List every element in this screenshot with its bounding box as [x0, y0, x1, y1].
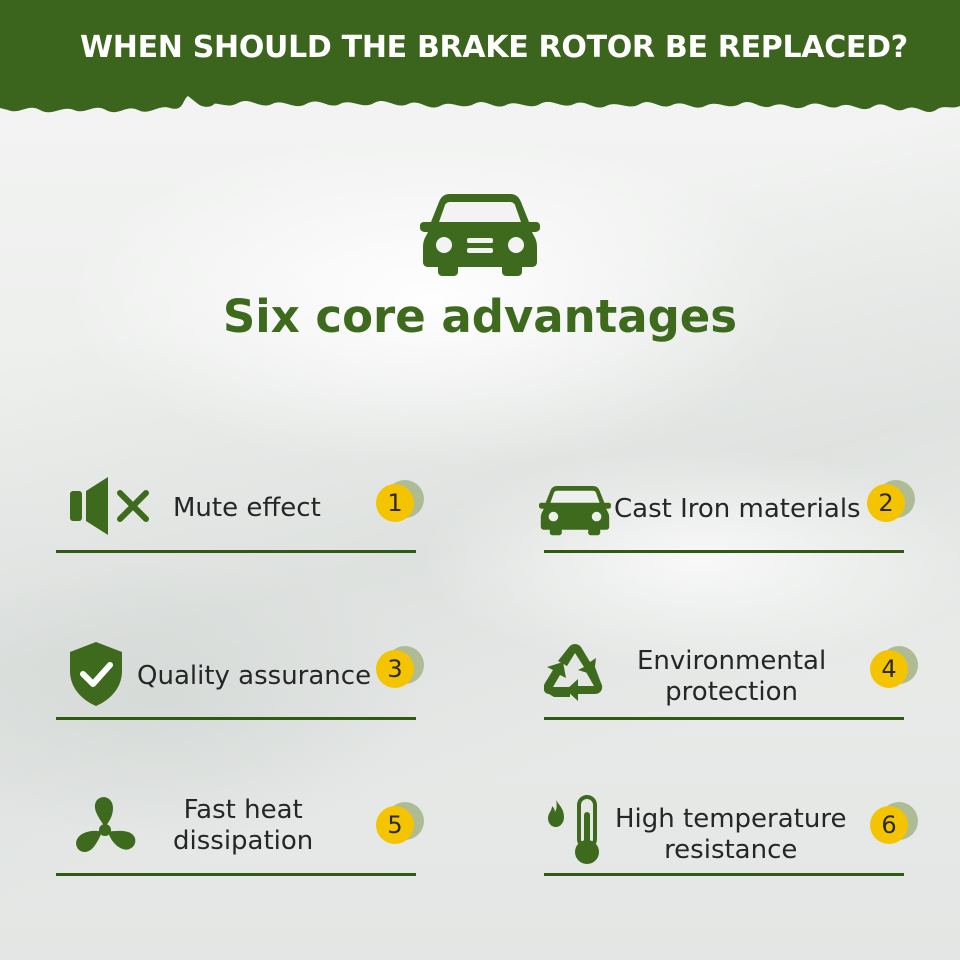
- number-badge: 2: [867, 480, 917, 522]
- advantage-label: Quality assurance: [137, 661, 372, 691]
- divider: [544, 717, 904, 720]
- banner-shape: [0, 0, 960, 113]
- thermometer-flame-icon: [548, 795, 599, 864]
- advantage-label: Mute effect: [173, 493, 321, 523]
- fan-icon: [76, 797, 136, 852]
- number-badge: 5: [376, 802, 426, 844]
- number-badge: 1: [376, 480, 426, 522]
- banner-title: WHEN SHOULD THE BRAKE ROTOR BE REPLACED?: [80, 30, 908, 65]
- number-badge: 4: [870, 646, 920, 688]
- badge-number: 1: [376, 484, 414, 522]
- number-badge: 6: [870, 802, 920, 844]
- divider: [56, 550, 416, 553]
- divider: [544, 873, 904, 876]
- advantage-label: Cast Iron materials: [614, 494, 861, 524]
- advantage-item-3: Quality assurance 3: [56, 603, 424, 723]
- badge-number: 5: [376, 806, 414, 844]
- badge-number: 3: [376, 650, 414, 688]
- advantage-item-2: Cast Iron materials 2: [539, 435, 915, 555]
- recycle-icon: [544, 644, 603, 701]
- shield-check-icon: [70, 642, 122, 706]
- advantage-item-1: Mute effect 1: [56, 435, 424, 555]
- car-front-icon: [420, 194, 540, 276]
- number-badge: 3: [376, 646, 426, 688]
- badge-number: 2: [867, 484, 905, 522]
- divider: [544, 550, 904, 553]
- car-icon: [539, 486, 611, 536]
- speaker-mute-icon: [70, 477, 149, 535]
- divider: [56, 717, 416, 720]
- section-heading: Six core advantages: [222, 290, 738, 343]
- badge-number: 4: [870, 650, 908, 688]
- divider: [56, 873, 416, 876]
- header-banner: WHEN SHOULD THE BRAKE ROTOR BE REPLACED?: [0, 0, 960, 145]
- badge-number: 6: [870, 806, 908, 844]
